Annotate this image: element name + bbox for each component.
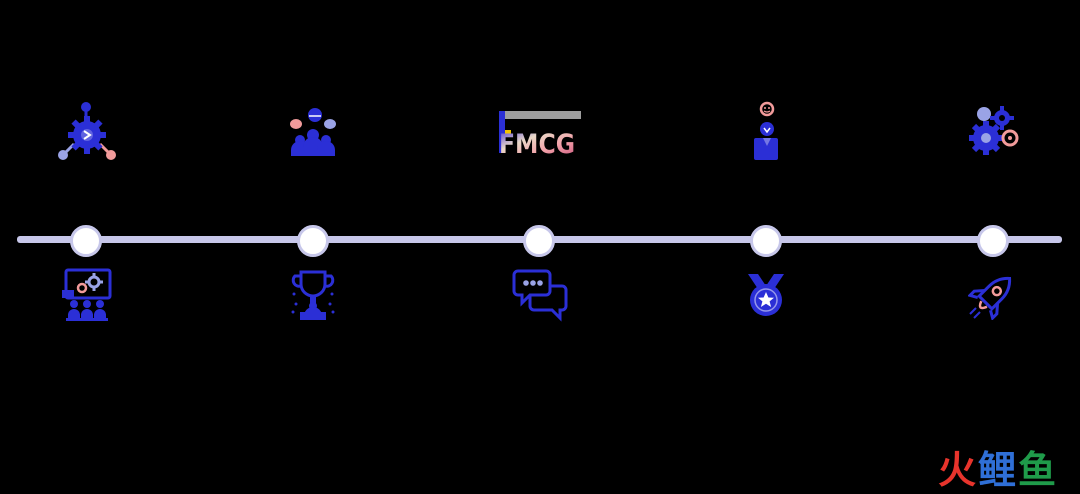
timeline-node-1 <box>70 225 102 257</box>
timeline-node-4 <box>750 225 782 257</box>
team-group-icon <box>286 106 340 158</box>
timeline-node-2 <box>297 225 329 257</box>
network-gear-icon <box>54 100 120 164</box>
watermark-char-3: 鱼 <box>1017 447 1056 492</box>
watermark-char-2: 鲤 <box>977 447 1016 492</box>
timeline-node-5 <box>977 225 1009 257</box>
fmcg-logo-text: FMCG <box>499 129 575 158</box>
rocket-icon <box>968 270 1020 320</box>
trophy-icon <box>290 268 336 322</box>
medal-icon <box>744 270 788 320</box>
chat-bubbles-icon <box>512 268 568 322</box>
watermark-char-1: 火 <box>937 447 976 492</box>
fmcg-logo-icon: FMCG <box>497 108 585 158</box>
presentation-board-icon <box>60 268 112 322</box>
timeline-node-3 <box>523 225 555 257</box>
watermark-logo: 火 鲤 鱼 <box>938 446 1056 492</box>
head-gears-icon <box>966 104 1022 158</box>
person-idea-icon <box>750 100 784 162</box>
